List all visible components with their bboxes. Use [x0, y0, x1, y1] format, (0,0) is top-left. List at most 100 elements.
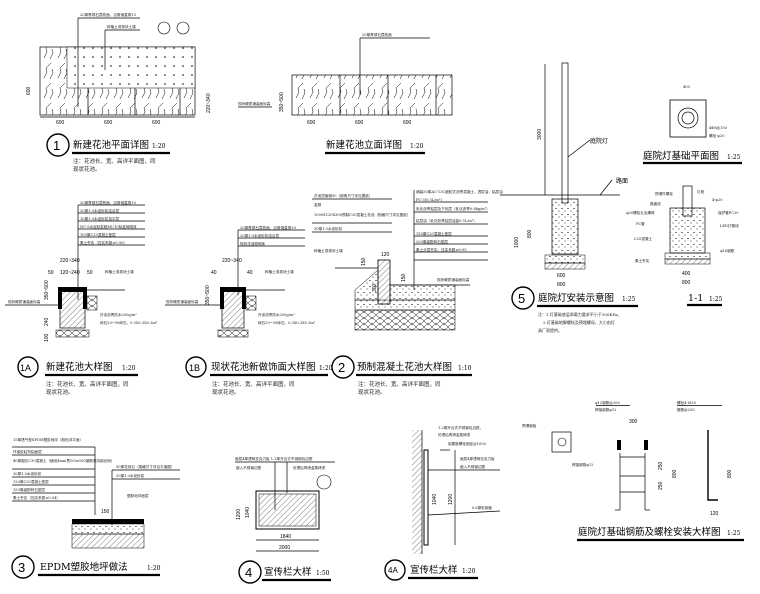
side-label: 现状硬质铺装面标高 [8, 299, 41, 304]
detail-title: 新建花池大样图 [46, 361, 113, 373]
layer-label: 花池顶面倒50（倒角尺寸详见图纸） [314, 193, 372, 198]
dim-label: 120 [381, 252, 390, 258]
dim-label: 120 [710, 511, 719, 517]
dim-label: 120~240 [60, 270, 80, 276]
layer-label: 15厚透气型EPDM塑胶地坪（颜色详平面） [13, 437, 83, 442]
layer-label: PC-3(0.5L/m²) [416, 198, 442, 202]
detail-scale: 1:25 [709, 296, 723, 303]
dim-label: 600 [403, 120, 412, 126]
board-label: 面层4厚透明亚克力板 1.2厚开合式不锈钢包边框 [235, 456, 313, 461]
dim-label: 220~340 [222, 258, 242, 264]
plan-label: 20厚青锈石荔枝面，边角倒直角10 [80, 12, 137, 17]
board-label: 面层4厚透明亚克力板 [460, 456, 495, 461]
dim-label: 1200 [448, 494, 454, 505]
dim-label: 350~500 [205, 285, 211, 305]
note-line: 现状花池。 [212, 388, 240, 396]
note-line: 注：花池长、宽、高详平面图，同 [46, 380, 129, 388]
dim-label: 600 [152, 120, 161, 126]
detail-number: 4 [245, 565, 252, 580]
section-label: 保护管PC20 [718, 210, 739, 215]
detail-number: 5 [518, 291, 525, 306]
layer-label: 50厚花岗石（规格尺寸详见平面图） [116, 464, 174, 469]
side-label: 外涂沥青防水200g/m² [258, 312, 295, 317]
layer-label: 20厚1:3水泥砂浆结合层 [240, 233, 280, 238]
dim-label: 600 [355, 120, 364, 126]
detail-1b-drawing: 20厚青锈石荔枝面，边角倒直角10 20厚1:3水泥砂浆结合层 现状花池原砌体 … [165, 225, 316, 338]
rebar-label: 预埋钢板 [522, 423, 537, 428]
detail-2-title: 2 预制混凝土花池大样图 1:10 注：花池长、宽、高详平面图，同 现状花池。 [331, 355, 472, 396]
side-label: 碎石20~50碎石，0.3X0.3X0.3m³ [258, 320, 316, 325]
dim-label: 1840 [280, 534, 291, 540]
dim-label: 350~500 [44, 280, 50, 300]
layer-label: 粘层油（乳化沥青粘层油量0.5L/m²） [416, 218, 477, 223]
rebar-label: 螺栓4-M20 [677, 400, 697, 405]
detail-number: 1A [20, 363, 31, 373]
note-line: 注：花池长、宽、高详平面图，同 [73, 157, 156, 165]
dim-label: 100 [44, 333, 50, 342]
dim-label: 240 [44, 317, 50, 326]
lamp-label: 庭院灯 [590, 137, 608, 145]
dim-label: 150 [401, 273, 407, 282]
rebar-detail-drawing: 预埋钢板 φ12钢筋@200 焊接钢筋φ12 螺栓4-M20 箍筋@250 焊接… [522, 400, 744, 542]
layer-label: 200厚级配碎石垫层 [416, 239, 448, 244]
layer-label: 100厚C15混凝土垫层 [80, 232, 116, 237]
dim-label: 300 [629, 419, 638, 425]
plan-detail-title: 1 新建花池平面详图 1:20 注：花池长、宽、高详平面图，同 现状花池。 [46, 133, 170, 173]
detail-3-drawing: 15厚透气型EPDM塑胶地坪（颜色详平面） 环保胶粘剂粘面层 40厚粗石C30混… [12, 437, 180, 549]
layer-label: 150厚C20混凝土垫层 [416, 231, 452, 236]
detail-number: 2 [338, 360, 345, 375]
dim-label: 250 [658, 481, 664, 490]
layer-label: 30厚1:3水泥砂浆 [116, 473, 145, 478]
dim-label: 220~340 [60, 258, 80, 264]
dim-label: 2000 [279, 545, 290, 551]
note-line: 注：花池长、宽、高详平面图，同 [212, 380, 295, 388]
detail-1b-title: 1B 现状花池新做饰面大样图 1:20 注：花池长、宽、高详平面图，同 现状花池… [185, 356, 333, 396]
note-line: 现状花池。 [358, 388, 386, 396]
elevation-label: 现状硬质铺装面标高 [238, 101, 271, 106]
layer-label: 金刚 [314, 202, 322, 207]
layer-label: 环保胶粘剂粘面层 [13, 449, 42, 454]
section-1-1-drawing: 预埋件螺栓 灯座 4-φ20 路面线 φ20螺栓孔及螺母 PC管 保护管PC20… [626, 185, 739, 307]
plan-label: 4Φ8@150 [709, 126, 728, 130]
detail-1a-title: 1A 新建花池大样图 1:20 注：花池长、宽、高详平面图，同 现状花池。 [17, 356, 138, 396]
dim-label: 1040 [245, 507, 251, 518]
detail-title: 庭院灯基础平面图 [643, 150, 719, 162]
rebar-label: 焊接钢筋φ12 [572, 462, 593, 467]
layer-label: 30厚1:3水泥砂浆 [13, 471, 42, 476]
dim-label: 800 [557, 282, 566, 288]
dim-label: 800 [682, 280, 691, 286]
detail-title: 庭院灯基础钢筋及螺栓安装大样图 [578, 526, 721, 538]
detail-4a-drawing: 1040 1200 1.2厚开合式不锈钢包边框， 处理后再喷金属烤漆 用膨胀螺栓… [384, 425, 501, 581]
dim-label: 800 [527, 229, 533, 238]
section-label: PC管 [636, 221, 645, 226]
road-label: 路面 [616, 177, 628, 185]
layer-label: 铺装50厚AC-13C细粒式沥青混凝土，透层油，粘层油 [416, 189, 503, 194]
layer-label: 30厚1:3水泥砂浆 [314, 226, 343, 231]
side-label: 现状硬质铺装面标高 [166, 299, 199, 304]
detail-title: EPDM塑胶地坪做法 [40, 561, 128, 573]
layer-label: 150厚级配碎石垫层 [13, 487, 45, 492]
layer-label: 20厚青锈石荔枝面，边角倒直角10 [240, 225, 297, 230]
side-label: 现状硬质铺装面标高 [437, 277, 470, 282]
section-label: 灯座 [697, 189, 705, 194]
dim-label: 600 [307, 120, 316, 126]
dim-label: 220~340 [206, 93, 212, 113]
dim-label: 400 [682, 271, 691, 277]
detail-title: 新建花池立面详图 [326, 139, 402, 151]
detail-scale: 1:20 [147, 565, 161, 572]
detail-title: 现状花池新做饰面大样图 [211, 361, 316, 373]
note-line: 2.灯基础地脚螺栓及预埋螺母，大小由灯 [543, 319, 615, 325]
side-label: 种植土或现状土壤 [105, 269, 134, 274]
layer-label: 素土夯实（压实系数≥0.94） [13, 495, 60, 500]
plan-detail-drawing: 20厚青锈石荔枝面，边角倒直角10 种植土或现状土壤 600 600 600 6… [26, 12, 212, 126]
detail-scale: 1:25 [727, 154, 741, 161]
side-label: 塑胶地坪面层 [127, 493, 149, 498]
plan-label: 种植土或现状土壤 [107, 24, 136, 29]
note-line: 注：1.灯基础底层承载力要求不小于100KPa。 [538, 311, 621, 317]
detail-3-title: 3 EPDM塑胶地坪做法 1:20 [11, 555, 161, 579]
dim-label: 600 [557, 273, 566, 279]
dim-label: 150 [101, 509, 110, 515]
section-label: 预埋件螺栓 [655, 191, 673, 196]
layer-label: 素土夯实（压实系数≥0.90） [80, 240, 127, 245]
dim-label: 50 [87, 270, 93, 276]
